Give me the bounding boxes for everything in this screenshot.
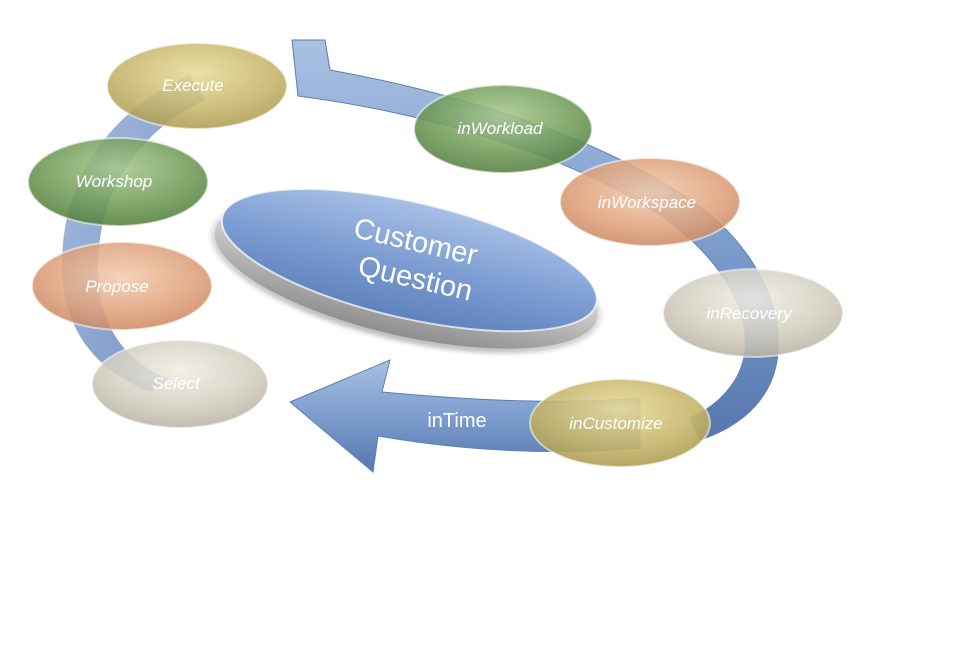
arrow-label-intime: inTime [427, 410, 486, 432]
step-label-inworkload: inWorkload [457, 119, 543, 138]
step-oval-select: Select [91, 339, 269, 429]
step-label-inworkspace: inWorkspace [598, 193, 696, 212]
step-oval-workshop: Workshop [27, 137, 209, 227]
step-oval-inworkload: inWorkload [413, 84, 593, 174]
step-oval-execute: Execute [106, 42, 288, 130]
step-label-incustomize: inCustomize [569, 414, 663, 433]
step-oval-inworkspace: inWorkspace [559, 157, 741, 247]
step-label-workshop: Workshop [76, 172, 153, 191]
step-oval-inrecovery: inRecovery [662, 268, 844, 358]
step-label-execute: Execute [162, 76, 223, 95]
step-oval-propose: Propose [31, 241, 213, 331]
center-disc: Customer Question [210, 188, 602, 354]
step-oval-incustomize: inCustomize [529, 378, 711, 468]
step-label-inrecovery: inRecovery [706, 304, 793, 323]
step-label-select: Select [152, 374, 201, 393]
step-label-propose: Propose [85, 277, 148, 296]
